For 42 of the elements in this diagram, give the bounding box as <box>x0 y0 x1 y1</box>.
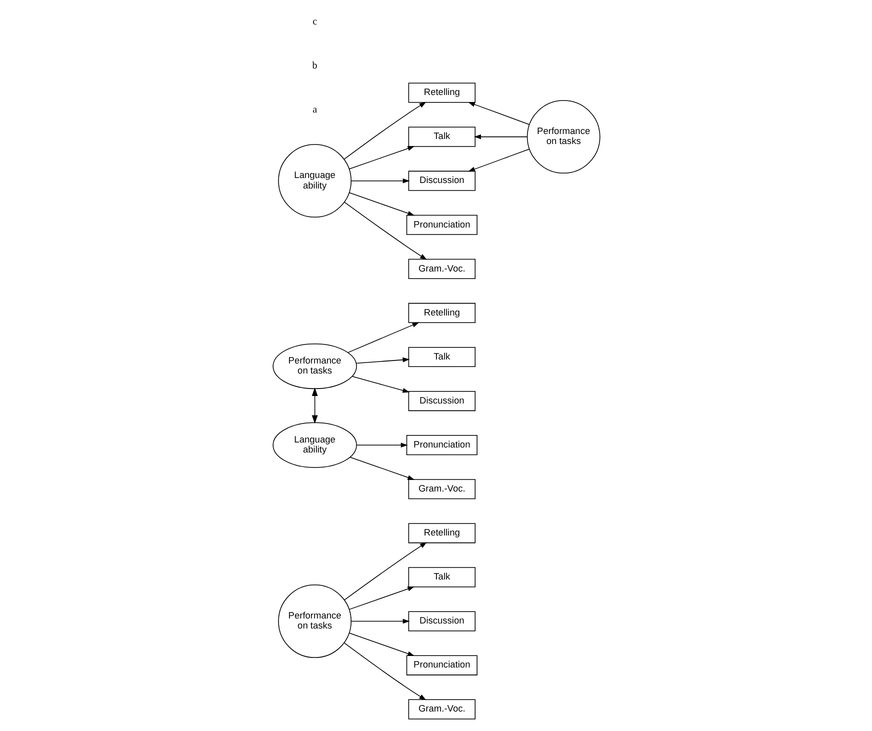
arrow <box>311 388 318 424</box>
arrow <box>347 322 419 353</box>
node-box: Gram.-Voc. <box>408 699 476 720</box>
node-box: Gram.-Voc. <box>408 258 476 279</box>
node-box: Discussion <box>408 170 476 191</box>
node-ellipse: Performance on tasks <box>272 343 356 390</box>
arrow <box>348 586 414 610</box>
label: a <box>312 104 317 116</box>
arrow <box>355 357 410 364</box>
node-box: Discussion <box>408 391 476 412</box>
node-box: Gram.-Voc. <box>408 479 476 500</box>
node-box: Retelling <box>408 302 476 323</box>
node-circle: Performance on tasks <box>278 584 352 658</box>
node-box: Discussion <box>408 611 476 632</box>
node-box: Retelling <box>408 523 476 544</box>
node-box: Talk <box>408 346 476 368</box>
arrow <box>344 542 426 600</box>
node-box: Pronunciation <box>406 435 477 456</box>
node-circle: Language ability <box>278 144 352 218</box>
label: b <box>312 60 317 72</box>
arrow <box>348 146 414 170</box>
arrow <box>351 376 410 393</box>
node-box: Talk <box>408 567 476 588</box>
node-box: Pronunciation <box>406 655 477 676</box>
arrow <box>348 192 414 216</box>
arrow <box>474 134 527 140</box>
arrow <box>344 202 426 260</box>
node-box: Talk <box>408 126 476 147</box>
label: c <box>312 16 317 28</box>
arrow <box>343 102 426 160</box>
arrow <box>467 148 530 172</box>
arrow <box>348 632 414 656</box>
arrow <box>350 178 410 184</box>
node-ellipse: Language ability <box>272 422 356 468</box>
node-box: Retelling <box>408 82 476 103</box>
node-circle: Performance on tasks <box>526 100 600 174</box>
node-box: Pronunciation <box>406 214 477 235</box>
arrow <box>467 102 530 125</box>
arrow <box>349 456 414 480</box>
arrow <box>356 442 408 448</box>
arrow <box>343 642 426 700</box>
arrow <box>350 618 410 624</box>
